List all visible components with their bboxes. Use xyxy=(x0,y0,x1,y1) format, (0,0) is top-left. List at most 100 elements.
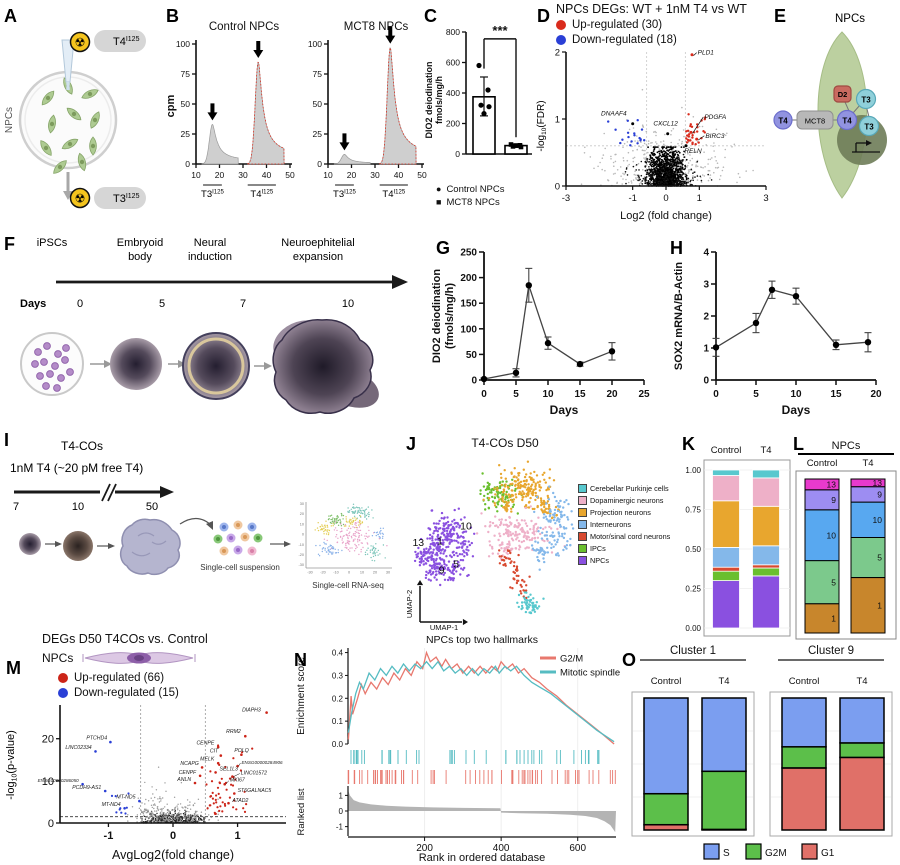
panel-d: NPCs DEGs: WT + 1nM T4 vs WT Up-regulate… xyxy=(534,2,774,226)
tick-10: 10 xyxy=(72,501,84,513)
svg-text:0.2: 0.2 xyxy=(332,694,344,703)
stage-embryoid-2: body xyxy=(128,251,152,263)
umap-legend-item: Projection neurons xyxy=(578,508,670,517)
t4-pill xyxy=(94,30,146,52)
svg-text:-1: -1 xyxy=(104,830,114,842)
legend-up-regulated: Up-regulated (30) xyxy=(556,19,774,31)
single-cell-suspension-icon xyxy=(213,520,263,556)
radioactive-icon: ☢ xyxy=(69,187,91,209)
svg-text:250: 250 xyxy=(460,248,477,259)
panel-label-c: C xyxy=(424,6,437,26)
stage-neural-1: Neural xyxy=(194,237,226,249)
umap-legend-item: Motor/sinal cord neurons xyxy=(578,532,670,541)
svg-text:1: 1 xyxy=(831,614,836,624)
svg-text:5: 5 xyxy=(453,558,459,570)
svg-text:9: 9 xyxy=(439,564,445,576)
day-5: 5 xyxy=(159,298,165,310)
svg-text:NCAPG: NCAPG xyxy=(180,761,198,767)
svg-text:Days: Days xyxy=(782,403,811,417)
t3-nucleus-circle xyxy=(858,115,880,137)
svg-text:10: 10 xyxy=(790,389,802,400)
svg-text:25: 25 xyxy=(638,389,650,400)
umap-legend-item: IPCs xyxy=(578,544,670,553)
svg-text:Control: Control xyxy=(651,676,682,687)
svg-text:50: 50 xyxy=(417,170,427,180)
svg-text:20: 20 xyxy=(42,734,54,746)
days-label: Days xyxy=(20,298,46,310)
svg-text:SEL1L3: SEL1L3 xyxy=(219,767,238,773)
svg-text:1: 1 xyxy=(877,600,882,610)
npcs-violin-row: NPCs xyxy=(42,648,294,668)
d2-enzyme xyxy=(833,85,852,103)
svg-text:0.3: 0.3 xyxy=(332,671,344,680)
svg-text:-30: -30 xyxy=(307,571,313,575)
umap-legend-item: Dopaminergic neurons xyxy=(578,496,670,505)
legend-mct8-npcs: ■MCT8 NPCs xyxy=(436,197,500,208)
t3-circle xyxy=(855,88,877,110)
svg-text:UMAP-1: UMAP-1 xyxy=(430,623,458,630)
svg-text:UMAP-2: UMAP-2 xyxy=(405,590,414,618)
umap-legend-item: Cerebellar Purkinje cells xyxy=(578,484,670,493)
svg-text:100: 100 xyxy=(308,39,322,49)
small-organoid xyxy=(19,533,41,555)
svg-text:Control: Control xyxy=(789,676,820,687)
pipette-tip xyxy=(66,82,70,90)
svg-text:Days: Days xyxy=(550,403,579,417)
svg-text:50: 50 xyxy=(313,99,323,109)
svg-text:DIO2 deiodination: DIO2 deiodination xyxy=(431,269,443,363)
panel-e: NPCs T4 MCT8 T4 D2 T3 T3 xyxy=(770,2,900,224)
svg-text:75: 75 xyxy=(313,69,323,79)
svg-text:T3I125: T3I125 xyxy=(333,189,356,200)
svg-text:Enrichment score: Enrichment score xyxy=(296,657,307,735)
svg-text:***: *** xyxy=(492,23,508,38)
svg-text:9: 9 xyxy=(877,490,882,500)
red-dot-icon xyxy=(556,20,566,30)
svg-text:MKI67: MKI67 xyxy=(230,778,246,784)
cell-diagram-title: NPCs xyxy=(835,13,865,25)
radioactive-icon: ☢ xyxy=(69,31,91,53)
svg-text:LINC01572: LINC01572 xyxy=(241,771,267,777)
svg-text:RELN: RELN xyxy=(684,148,702,155)
svg-text:600: 600 xyxy=(569,843,586,854)
legend-up-regulated-m: Up-regulated (66) xyxy=(58,672,294,684)
svg-text:40: 40 xyxy=(394,170,404,180)
neural-induction-sphere xyxy=(182,332,250,400)
svg-text:10: 10 xyxy=(191,170,201,180)
svg-text:100: 100 xyxy=(176,39,190,49)
svg-text:PTCHD4: PTCHD4 xyxy=(86,736,107,742)
day-0: 0 xyxy=(77,298,83,310)
svg-text:15: 15 xyxy=(830,389,842,400)
svg-text:50: 50 xyxy=(285,170,295,180)
svg-text:-1: -1 xyxy=(336,823,344,832)
svg-text:0: 0 xyxy=(317,159,322,169)
npc-cells xyxy=(40,77,100,174)
svg-text:0.00: 0.00 xyxy=(685,624,701,633)
stage-ipscs: iPSCs xyxy=(37,237,68,249)
t4-dose-label: 1nM T4 (~20 pM free T4) xyxy=(10,461,143,475)
t3-nucleus-label: T3 xyxy=(864,123,874,132)
panel-label-i: I xyxy=(4,430,10,450)
volcano-d-title: NPCs DEGs: WT + 1nM T4 vs WT xyxy=(556,2,747,16)
svg-text:20: 20 xyxy=(373,571,377,575)
day10-organoid xyxy=(63,531,93,561)
svg-text:10: 10 xyxy=(360,571,364,575)
svg-text:0: 0 xyxy=(703,376,709,387)
embryoid-body xyxy=(110,338,162,390)
t3-i125-label: T3I125 xyxy=(113,193,140,205)
square-marker-icon: ■ xyxy=(436,197,442,207)
svg-text:13: 13 xyxy=(873,478,883,488)
blue-dot-icon xyxy=(556,35,566,45)
panel-label-b: B xyxy=(166,6,179,26)
svg-text:0: 0 xyxy=(481,389,487,400)
svg-text:100: 100 xyxy=(460,324,477,335)
svg-text:200: 200 xyxy=(446,119,460,129)
legend-swatch-icon xyxy=(578,556,587,565)
svg-text:ATAD2: ATAD2 xyxy=(231,798,248,804)
svg-text:DIO2 deiodination: DIO2 deiodination xyxy=(424,61,434,138)
